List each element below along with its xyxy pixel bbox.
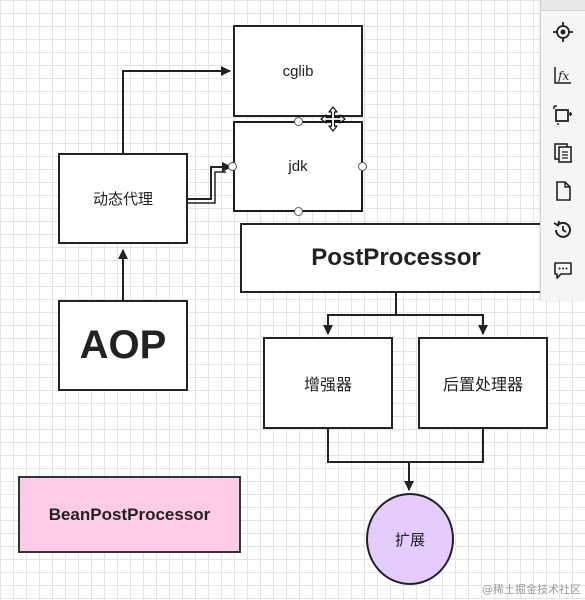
history-button[interactable] — [549, 216, 577, 244]
node-aop[interactable]: AOP — [58, 300, 188, 391]
arrow-post-handler-to-extension[interactable] — [409, 429, 484, 463]
node-post-processor[interactable]: PostProcessor — [240, 223, 552, 293]
arrange-button[interactable] — [549, 101, 577, 129]
node-post-handler[interactable]: 后置处理器 — [418, 337, 548, 429]
arrow-dynamic-proxy-to-cglib[interactable] — [122, 66, 231, 153]
node-post-processor-label: PostProcessor — [311, 244, 481, 271]
move-cursor-icon — [320, 106, 346, 132]
svg-text:fx: fx — [557, 69, 569, 83]
node-cglib-label: cglib — [282, 62, 314, 80]
node-cglib[interactable]: cglib — [233, 25, 363, 117]
node-post-handler-label: 后置处理器 — [442, 377, 523, 394]
resize-handle-left[interactable] — [228, 162, 237, 171]
page-icon — [556, 181, 571, 201]
node-extension[interactable]: 扩展 — [366, 493, 454, 585]
arrow-dynamic-proxy-to-jdk[interactable] — [188, 162, 232, 200]
node-extension-label: 扩展 — [394, 531, 425, 549]
comment-button[interactable] — [549, 256, 577, 284]
node-dynamic-proxy[interactable]: 动态代理 — [58, 153, 188, 244]
arrow-postprocessor-to-post-handler[interactable] — [396, 314, 488, 335]
right-toolbar: fx — [540, 0, 585, 300]
comment-icon — [554, 262, 572, 279]
node-dynamic-proxy-label: 动态代理 — [92, 191, 153, 208]
node-bean-post-processor-label: BeanPostProcessor — [48, 504, 211, 524]
format-button[interactable] — [549, 18, 577, 46]
node-jdk-label: jdk — [288, 158, 308, 175]
arrow-dynamic-proxy-to-jdk-shadow — [188, 171, 226, 204]
node-enhancer[interactable]: 增强器 — [263, 337, 393, 429]
resize-handle-top[interactable] — [294, 117, 303, 126]
function-button[interactable]: fx — [549, 61, 577, 89]
function-icon: fx — [554, 67, 571, 84]
pages-icon — [554, 143, 572, 163]
format-icon — [553, 22, 573, 42]
node-enhancer-label: 增强器 — [303, 377, 352, 394]
resize-handle-bottom[interactable] — [294, 207, 303, 216]
resize-handle-right[interactable] — [358, 162, 367, 171]
pages-button[interactable] — [549, 139, 577, 167]
arrow-postprocessor-to-enhancer[interactable] — [323, 293, 397, 335]
page-button[interactable] — [549, 177, 577, 205]
watermark: @稀土掘金技术社区 — [482, 583, 581, 596]
node-bean-post-processor[interactable]: BeanPostProcessor — [18, 476, 241, 553]
node-aop-label: AOP — [79, 323, 167, 367]
node-jdk[interactable]: jdk — [233, 121, 363, 212]
arrange-icon — [553, 105, 572, 125]
history-icon — [553, 220, 571, 238]
arrow-enhancer-to-extension[interactable] — [327, 429, 414, 491]
toolbar-header — [541, 0, 585, 11]
